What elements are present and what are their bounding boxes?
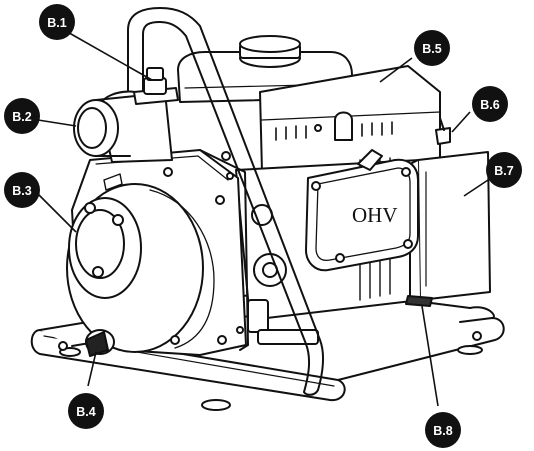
- callout-b4-label: B.4: [76, 405, 96, 419]
- callout-b1-label: B.1: [47, 16, 67, 30]
- callout-b6-label: B.6: [480, 98, 500, 112]
- carry-handle: [127, 7, 325, 396]
- callout-b3: B.3: [4, 172, 40, 208]
- callout-b6: B.6: [472, 86, 508, 122]
- discharge-outlet: [73, 67, 179, 163]
- callout-b7: B.7: [486, 152, 522, 188]
- pump-housing: [66, 149, 249, 357]
- callout-b1: B.1: [39, 4, 75, 40]
- callout-b2-label: B.2: [12, 110, 32, 124]
- callout-b5: B.5: [414, 30, 450, 66]
- callout-b8: B.8: [425, 412, 461, 448]
- ohv-mark: OHV: [352, 203, 398, 227]
- callout-b7-label: B.7: [494, 164, 514, 178]
- valve-cover: OHV: [305, 149, 419, 272]
- callout-b3-label: B.3: [12, 184, 32, 198]
- callout-b8-label: B.8: [433, 424, 453, 438]
- callout-b2: B.2: [4, 98, 40, 134]
- callout-b5-label: B.5: [422, 42, 442, 56]
- callout-b4: B.4: [68, 393, 104, 429]
